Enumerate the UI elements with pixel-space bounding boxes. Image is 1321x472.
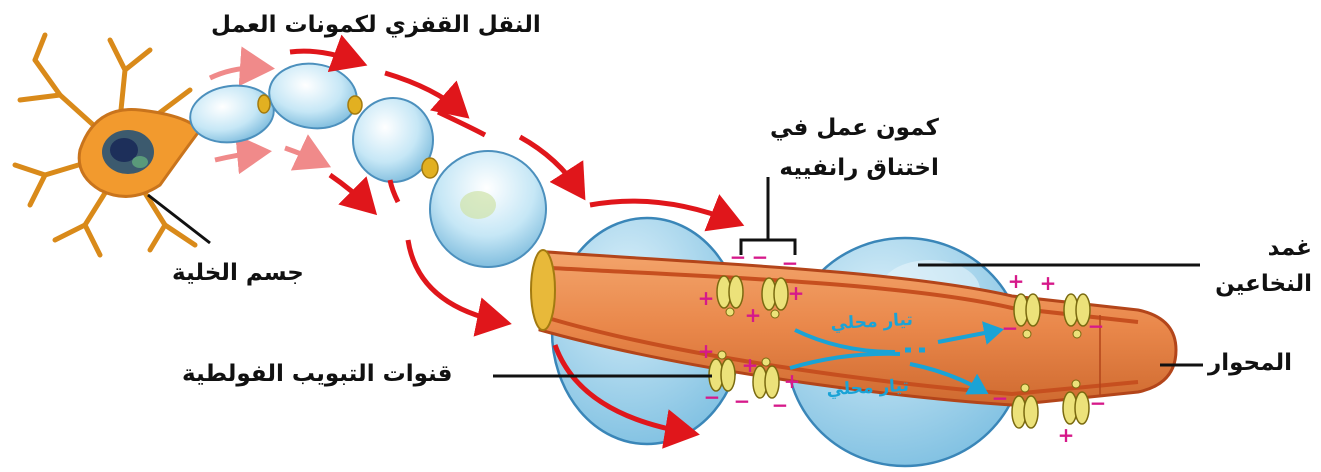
axon-label: المحوار: [1208, 350, 1292, 376]
action-potential-label: كمون عمل في اختناق رانفييه: [770, 108, 939, 188]
myelin-sheath-label-line2: النخاعين: [1207, 266, 1312, 302]
svg-text:+: +: [784, 369, 801, 393]
voltage-gated-channels-label: قنوات التبويب الفولطية: [182, 361, 452, 387]
svg-text:+: +: [745, 303, 762, 327]
svg-text:+: +: [742, 353, 759, 377]
svg-text:−: −: [772, 393, 789, 417]
myelin-segment: [187, 80, 278, 147]
svg-text:−: −: [730, 245, 747, 269]
svg-text:−: −: [734, 389, 751, 413]
svg-text:−: −: [1088, 314, 1105, 338]
svg-text:+: +: [788, 281, 805, 305]
node-bracket: [741, 177, 795, 255]
svg-text:−: −: [1090, 391, 1107, 415]
svg-text:+: +: [698, 339, 715, 363]
svg-text:+: +: [1008, 269, 1025, 293]
action-potential-label-line1: كمون عمل في: [770, 108, 939, 148]
myelin-sheath-label: غمد النخاعين: [1207, 230, 1312, 302]
svg-text:+: +: [698, 286, 715, 310]
svg-text:−: −: [992, 386, 1009, 410]
svg-text:−: −: [752, 245, 769, 269]
svg-text:−: −: [1002, 316, 1019, 340]
svg-text:+: +: [1058, 423, 1075, 447]
action-potential-label-line2: اختناق رانفييه: [770, 148, 939, 188]
myelin-segment: [353, 98, 433, 182]
myelin-segment: [265, 58, 361, 134]
myelin-sheath-label-line1: غمد: [1207, 230, 1312, 266]
svg-text:+: +: [1040, 271, 1057, 295]
cell-body-label: جسم الخلية: [172, 260, 304, 286]
cell-body: [15, 35, 200, 255]
svg-text:−: −: [704, 385, 721, 409]
saltatory-conduction-label: النقل القفزي لكمونات العمل: [211, 12, 541, 38]
